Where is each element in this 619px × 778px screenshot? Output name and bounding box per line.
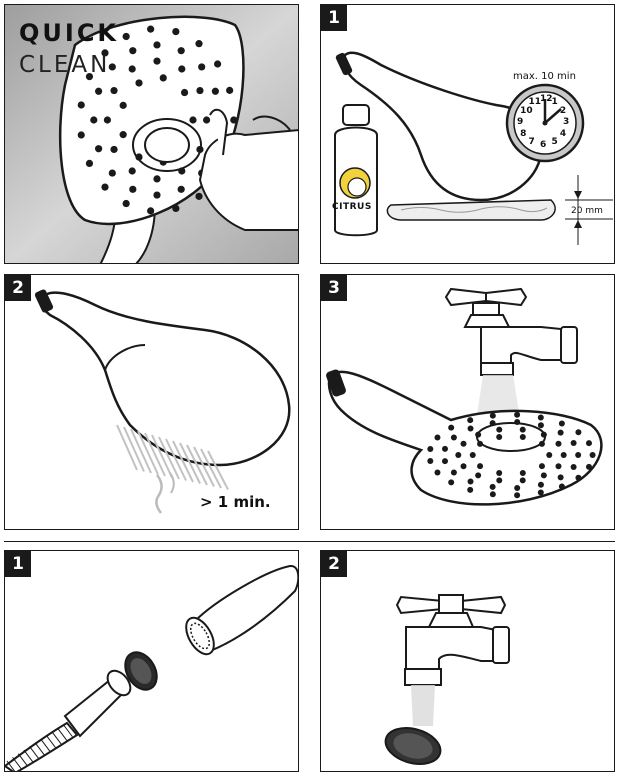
step3-illustration xyxy=(326,287,603,506)
quick-clean-panel: QUICK CLEAN xyxy=(4,4,299,264)
step1-illustration xyxy=(334,51,613,245)
depth-label: 20 mm xyxy=(571,206,603,216)
hose xyxy=(6,720,79,771)
clock-number: 6 xyxy=(540,140,547,150)
tap xyxy=(444,287,578,376)
time-label: > 1 min. xyxy=(200,493,271,511)
step2-panel: 2 > 1 min. xyxy=(4,274,299,530)
clock-number: 12 xyxy=(540,94,553,104)
title-quick: QUICK xyxy=(19,19,120,47)
step2-illustration xyxy=(34,289,291,514)
clock xyxy=(505,83,585,163)
filter-step2-panel: 2 xyxy=(320,550,615,772)
filter-step1-panel: 1 xyxy=(4,550,299,772)
step-number-badge: 1 xyxy=(321,5,347,31)
step-number-badge: 2 xyxy=(5,275,31,301)
title-clean: CLEAN xyxy=(19,52,111,78)
clock-number: 7 xyxy=(528,136,535,147)
water-spray xyxy=(116,424,229,490)
clock-number: 8 xyxy=(520,128,527,139)
section-divider xyxy=(4,541,615,542)
clock-number: 10 xyxy=(520,105,533,116)
clock-number: 11 xyxy=(528,97,542,108)
spray-nozzles xyxy=(427,411,596,499)
step-number-badge: 2 xyxy=(321,551,347,577)
clock-number: 1 xyxy=(551,97,558,108)
clock-number: 4 xyxy=(559,128,567,139)
step-number-badge: 1 xyxy=(5,551,31,577)
filter-step2-illustration xyxy=(384,594,510,765)
tap xyxy=(395,594,510,686)
clock-number: 5 xyxy=(551,136,558,147)
quick-clean-illustration xyxy=(5,5,298,263)
step-number-badge: 3 xyxy=(321,275,347,301)
step3-panel: 3 xyxy=(320,274,615,530)
clock-number: 9 xyxy=(517,117,524,127)
clock-number: 2 xyxy=(559,105,567,116)
clock-number: 3 xyxy=(563,117,570,127)
citrus-label: CITRUS xyxy=(332,202,372,212)
filter-step1-illustration xyxy=(5,565,298,771)
timer-label: max. 10 min xyxy=(513,71,576,82)
